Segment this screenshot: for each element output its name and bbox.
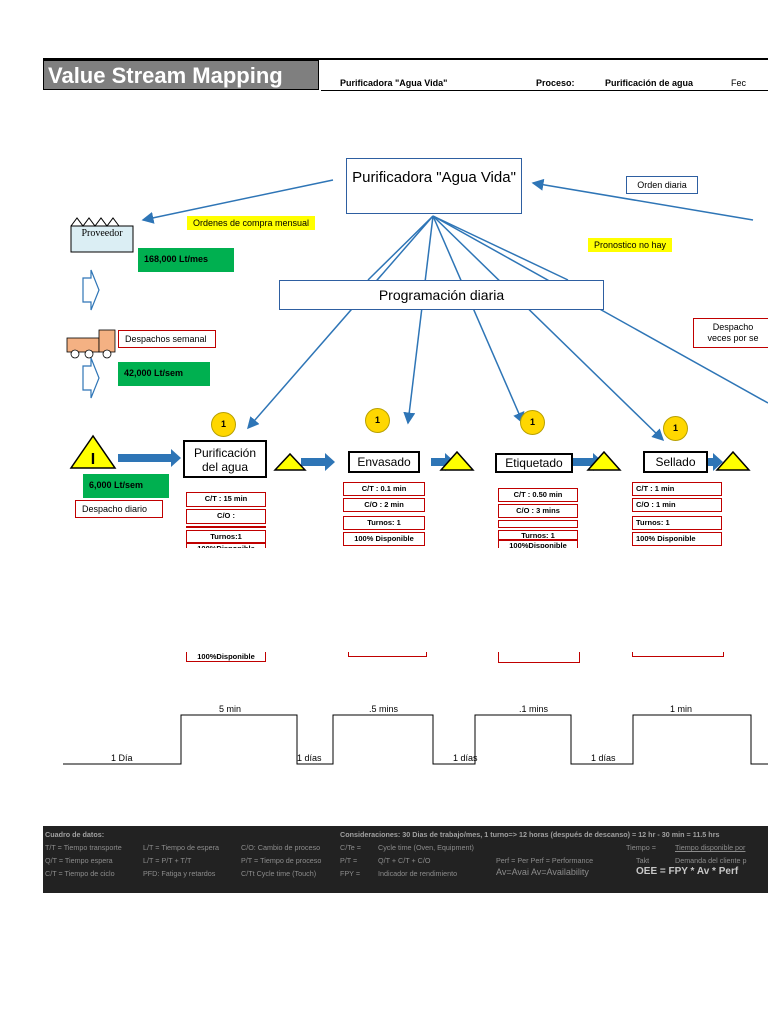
data-cell: C/T : 1 min [632,482,722,496]
process-purificacion: Purificación del agua [183,440,267,478]
legend-item: P/T = [340,856,358,865]
legend-item: Q/T + C/T + C/O [378,856,431,865]
legend-item: C/T = Tiempo de ciclo [45,869,115,878]
data-cell: Turnos: 1 [632,516,722,530]
process-etiquetado: Etiquetado [495,453,573,473]
data-cell: Turnos: 1 [498,530,578,540]
data-cell: Turnos:1 [186,530,266,543]
timeline-up-label: .1 mins [519,704,549,714]
process-sellado: Sellado [643,451,708,473]
dispatch-times-label: Despacho veces por se [693,318,768,348]
daily-dispatch-label: Despacho diario [75,500,163,518]
legend-item: PFD: Fatiga y retardos [143,869,216,878]
legend-item: P/T = Tiempo de proceso [241,856,322,865]
data-cell: C/O : 2 min [343,498,425,512]
legend-item: Tiempo = [626,843,656,852]
timeline-up-label: 5 min [219,704,242,714]
legend-item: L/T = Tiempo de espera [143,843,219,852]
legend-item: C/Te = [340,843,361,852]
legend-item: Takt [636,856,650,865]
data-cell: C/T : 0.1 min [343,482,425,496]
supplier-label: Proveedor [81,228,123,239]
data-cell: C/O : [186,509,266,524]
data-cell: C/T : 0.50 min [498,488,578,502]
data-cell [186,526,266,528]
process-envasado: Envasado [348,451,420,473]
legend-considerations: Consideraciones: 30 Dias de trabajo/mes,… [340,830,720,839]
data-cell: Turnos: 1 [343,516,425,530]
legend-title: Cuadro de datos: [45,830,105,839]
header-date-label: Fec [731,78,747,88]
svg-text:I: I [91,451,95,468]
legend-item: Tiempo disponible por [675,843,746,852]
top-rule [43,58,768,60]
data-cell: 100% Disponible [632,532,722,546]
operator-icon: 1 [211,412,236,437]
operator-icon: 1 [520,410,545,435]
operator-icon: 1 [663,416,688,441]
legend-oee-formula: OEE = FPY * Av * Perf [636,866,739,877]
data-cell [632,652,724,657]
header-company: Purificadora "Agua Vida" [340,78,448,88]
data-cell: 100% Disponible [343,532,425,546]
weekly-quantity: 42,000 Lt/sem [118,362,210,386]
legend-item: Indicador de rendimiento [378,869,458,878]
timeline-ladder [63,714,768,765]
vsm-sheet: Value Stream Mapping Purificadora "Agua … [43,58,768,893]
header-underline [321,90,768,91]
page-title: Value Stream Mapping [43,60,319,90]
timeline-down-label: 1 días [453,753,478,763]
timeline-up-label: .5 mins [369,704,399,714]
operator-icon: 1 [365,408,390,433]
header-process-label: Proceso: [536,78,575,88]
legend-item: Q/T = Tiempo espera [45,856,113,865]
company-box: Purificadora "Agua Vida" [346,158,522,214]
timeline-down-label: 1 días [297,753,322,763]
data-cell [498,520,578,528]
header-process-value: Purificación de agua [605,78,694,88]
legend-item: C/O: Cambio de proceso [241,843,321,852]
purchase-orders-label: Ordenes de compra mensual [187,216,316,230]
forecast-label: Pronostico no hay [588,238,673,252]
daily-order-label: Orden diaria [626,176,698,194]
legend-item: Av=Avai Av=Availability [496,867,589,877]
data-cell: 100%Disponible [186,652,266,662]
data-legend: Cuadro de datos: Consideraciones: 30 Dia… [43,826,768,893]
timeline-down-label: 1 días [591,753,616,763]
timeline-up-label: 1 min [670,704,693,714]
data-cell [498,652,580,663]
supplier-quantity: 168,000 Lt/mes [138,248,234,272]
data-cell: C/O : 3 mins [498,504,578,518]
data-cell [348,652,427,657]
legend-item: Perf = Per Perf = Performance [496,856,594,865]
legend-item: Demanda del cliente p [675,856,747,865]
data-cell: C/T : 15 min [186,492,266,507]
page-gap [43,548,768,653]
inventory-quantity: 6,000 Lt/sem [83,474,169,498]
data-cell: C/O : 1 min [632,498,722,512]
timeline-down-label: 1 Día [111,753,133,763]
weekly-dispatch-label: Despachos semanal [118,330,216,348]
legend-item: C/Tt Cycle time (Touch) [241,869,317,878]
legend-item: FPY = [340,869,361,878]
schedule-box: Programación diaria [279,280,604,310]
legend-item: Cycle time (Oven, Equipment) [378,843,474,852]
legend-item: T/T = Tiempo transporte [45,843,122,852]
legend-item: L/T = P/T + T/T [143,856,192,865]
